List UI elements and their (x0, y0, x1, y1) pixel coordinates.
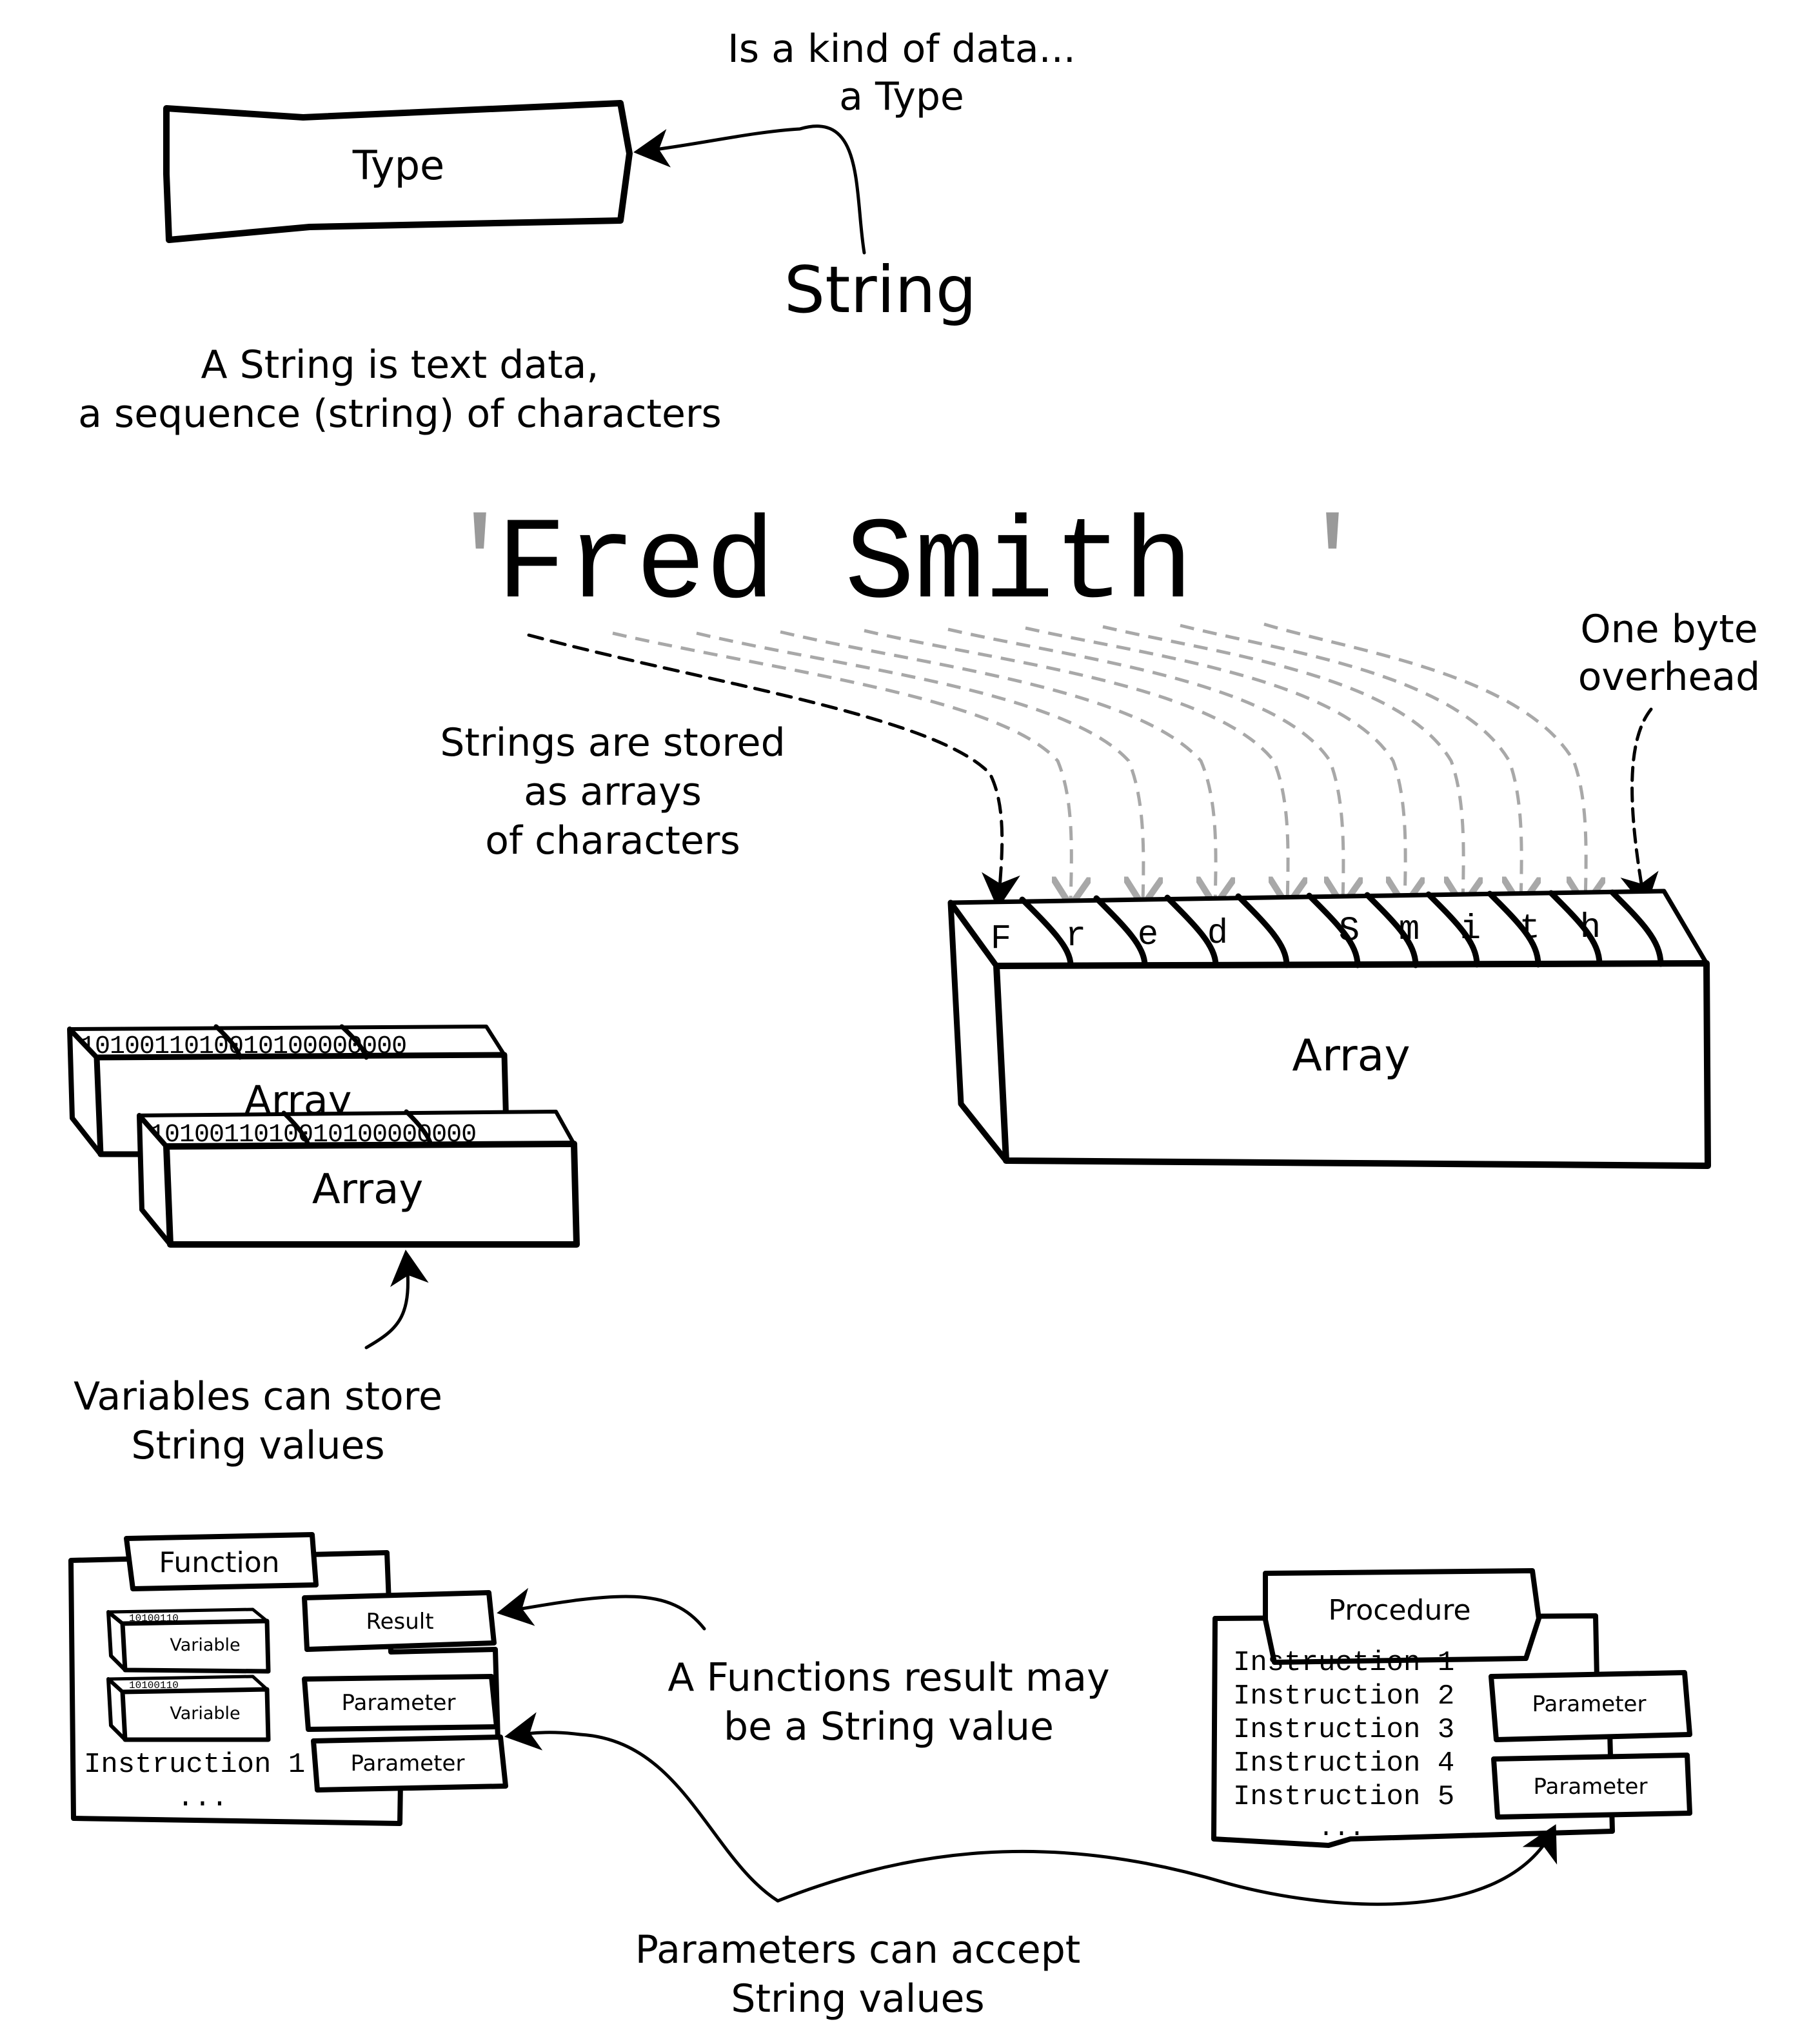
type-callout-line1: Is a kind of data... (727, 26, 1076, 72)
string-title: String (784, 252, 976, 328)
procedure-instruction-3: Instruction 3 (1233, 1714, 1454, 1746)
parameter-connector (579, 1733, 780, 1903)
string-to-type-arrow (633, 124, 866, 255)
big-array: F r e d S m i t h Array (947, 889, 1711, 1169)
function-parameter-2: Parameter (351, 1751, 465, 1776)
string-close-quote: ' (1298, 500, 1367, 632)
function-parameter-1-box (302, 1674, 499, 1732)
function-variable-2-bits: 10100110 (129, 1680, 179, 1691)
variable-array-front-label: Array (312, 1166, 423, 1214)
procedure-parameter-1-box (1489, 1670, 1692, 1742)
array-cell-h: h (1580, 909, 1601, 948)
array-cell-t: t (1519, 909, 1540, 948)
parameter-note-line2: String values (731, 1976, 984, 2021)
string-definition-line1: A String is text data, (201, 342, 599, 388)
character-guides (527, 622, 1586, 909)
char-guide-r (612, 631, 1071, 903)
array-cell-e: e (1138, 916, 1158, 955)
example-string-value: Fred Smith (497, 500, 1193, 632)
function-header: Function (159, 1546, 279, 1579)
char-guide-space (864, 629, 1288, 903)
type-callout-line2: a Type (839, 74, 964, 119)
array-cell-m: m (1399, 910, 1420, 950)
function-note-line1: A Functions result may (668, 1655, 1109, 1700)
procedure-parameter-2-box (1491, 1753, 1692, 1820)
procedure-ellipsis: ... (1318, 1814, 1365, 1843)
array-cell-r: r (1065, 917, 1086, 956)
type-box: Type (163, 100, 633, 243)
function-block: Function 10100110 Variable 10100110 Vari… (68, 1532, 508, 1826)
big-array-cells: F r e d S m i t h (991, 909, 1601, 959)
function-ellipsis: ... (177, 1782, 228, 1814)
procedure-header: Procedure (1328, 1594, 1470, 1627)
variables-arrow (364, 1250, 429, 1350)
function-variable-2-label: Variable (170, 1704, 240, 1724)
function-note-line2: be a String value (724, 1704, 1054, 1749)
array-cell-F: F (991, 919, 1011, 959)
char-guide-e (696, 631, 1143, 903)
function-variable-1: 10100110 Variable (106, 1607, 271, 1674)
char-guide-h (1263, 622, 1586, 903)
array-cell-S: S (1339, 912, 1360, 951)
function-result: Result (366, 1609, 433, 1635)
function-parameter-arrow (504, 1712, 582, 1751)
procedure-instruction-5: Instruction 5 (1233, 1781, 1454, 1813)
big-array-label: Array (1292, 1030, 1410, 1081)
function-result-arrow (497, 1587, 706, 1631)
char-guide-m (1025, 626, 1405, 903)
procedure-instruction-4: Instruction 4 (1233, 1747, 1454, 1780)
procedure-instruction-1: Instruction 1 (1233, 1647, 1454, 1679)
string-open-quote: ' (445, 500, 515, 632)
variable-array-front: 1010011010010100000000 Array (137, 1109, 580, 1248)
storage-note-line3: of characters (485, 818, 740, 863)
procedure-header-tab (1263, 1568, 1541, 1665)
big-array-front (993, 960, 1711, 1169)
char-guide-S (947, 627, 1343, 903)
function-variable-2: 10100110 Variable (106, 1675, 271, 1742)
function-parameter-2-box (311, 1734, 508, 1793)
procedure-parameter-2: Parameter (1534, 1774, 1648, 1800)
function-parameter-1: Parameter (342, 1690, 456, 1716)
char-guide-F (527, 633, 1020, 909)
array-cell-i: i (1460, 910, 1481, 949)
overhead-arrow (1620, 707, 1659, 909)
char-guide-d (780, 630, 1216, 903)
storage-note-line1: Strings are stored (440, 720, 785, 765)
overhead-note-line2: overhead (1578, 654, 1761, 700)
procedure-parameter-1: Parameter (1532, 1691, 1647, 1717)
big-array-dividers (1019, 889, 1664, 968)
function-variable-1-label: Variable (170, 1635, 240, 1655)
procedure-block: Procedure Instruction 1 Instruction 2 In… (1211, 1568, 1692, 1848)
char-guide-i (1102, 625, 1463, 903)
overhead-note-line1: One byte (1580, 607, 1757, 652)
function-result-box (302, 1590, 497, 1652)
char-guide-t (1180, 624, 1521, 903)
procedure-parameter-arrow (776, 1824, 1558, 1906)
type-box-label: Type (352, 142, 444, 189)
storage-note-line2: as arrays (524, 769, 702, 814)
function-instruction: Instruction 1 (84, 1749, 305, 1781)
parameter-note-line1: Parameters can accept (635, 1927, 1081, 1972)
procedure-instruction-2: Instruction 2 (1233, 1680, 1454, 1713)
function-header-tab (124, 1532, 319, 1591)
array-cell-d: d (1207, 914, 1228, 954)
variables-caption-line2: String values (131, 1423, 384, 1468)
variables-caption-line1: Variables can store (74, 1374, 442, 1419)
string-definition-line2: a sequence (string) of characters (78, 391, 722, 437)
